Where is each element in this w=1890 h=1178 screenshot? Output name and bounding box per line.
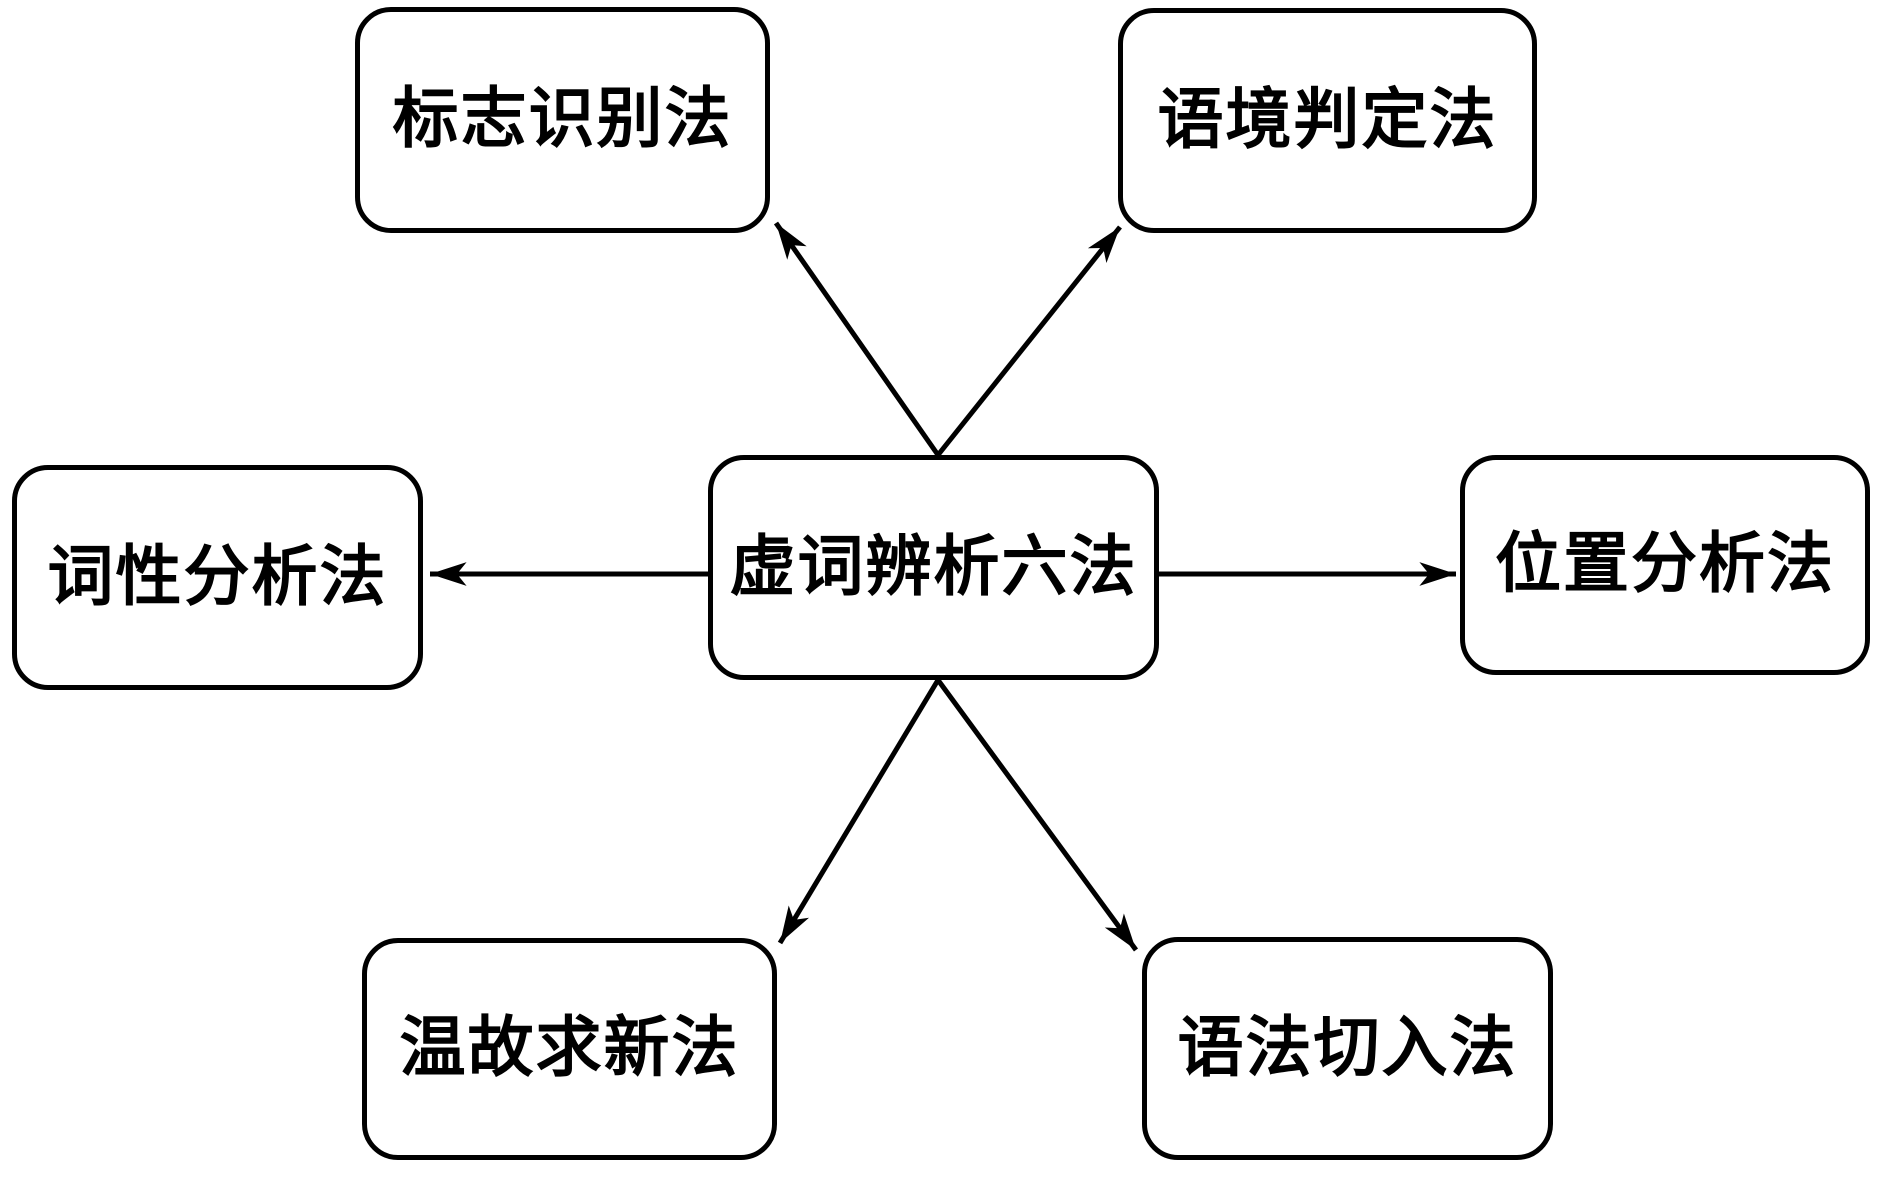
node-right: 位置分析法 — [1460, 455, 1870, 675]
node-left: 词性分析法 — [12, 465, 423, 690]
node-bottom-left: 温故求新法 — [362, 938, 777, 1160]
node-top-right: 语境判定法 — [1118, 8, 1537, 233]
node-center-label: 虚词辨析六法 — [729, 530, 1138, 604]
node-top-right-label: 语境判定法 — [1157, 83, 1498, 157]
node-bottom-right: 语法切入法 — [1142, 937, 1553, 1160]
arrow-center-to-bottom-left — [777, 678, 941, 945]
node-top-left: 标志识别法 — [355, 7, 770, 233]
node-bottom-left-label: 温故求新法 — [399, 1012, 740, 1085]
arrow-center-to-top-right — [936, 225, 1122, 457]
node-top-left-label: 标志识别法 — [392, 83, 733, 156]
node-center: 虚词辨析六法 — [708, 455, 1159, 680]
arrow-center-to-bottom-right — [935, 678, 1139, 952]
node-left-label: 词性分析法 — [47, 540, 388, 614]
node-bottom-right-label: 语法切入法 — [1177, 1011, 1518, 1085]
arrow-center-to-top-left — [773, 221, 941, 457]
node-right-label: 位置分析法 — [1495, 528, 1835, 601]
